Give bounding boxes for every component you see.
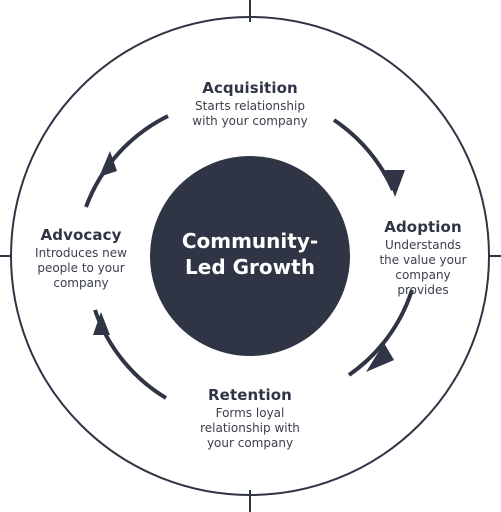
stage-adoption: Adoption Understands the value your comp… xyxy=(368,218,478,298)
arrowhead-to-advocacy xyxy=(93,312,110,335)
stage-retention: Retention Forms loyal relationship with … xyxy=(160,386,340,451)
stage-adoption-desc-line: Understands xyxy=(384,238,462,252)
stage-acquisition: Acquisition Starts relationship with you… xyxy=(150,79,350,129)
stage-advocacy-desc: Introduces new people to your company xyxy=(22,246,140,291)
stage-advocacy: Advocacy Introduces new people to your c… xyxy=(22,226,140,291)
arrowhead-to-acquisition xyxy=(99,151,117,177)
arc-adoption-to-retention xyxy=(347,289,414,377)
stage-acquisition-name: Acquisition xyxy=(202,79,298,97)
arrowhead-to-retention xyxy=(366,343,394,372)
stage-retention-name: Retention xyxy=(208,386,292,404)
stage-acquisition-desc-line: Starts relationship xyxy=(195,99,305,113)
arc-acquisition-to-adoption xyxy=(332,118,395,191)
stage-adoption-desc: Understands the value your company provi… xyxy=(368,238,478,298)
center-title: Community- Led Growth xyxy=(150,228,350,280)
stage-adoption-desc-line: company xyxy=(395,268,451,282)
stage-acquisition-desc: Starts relationship with your company xyxy=(150,99,350,129)
stage-advocacy-desc-line: company xyxy=(53,276,109,290)
center-title-line-1: Community- xyxy=(181,229,319,253)
stage-advocacy-desc-line: people to your xyxy=(37,261,125,275)
center-disc xyxy=(150,156,350,356)
stage-retention-desc-line: Forms loyal xyxy=(215,406,285,420)
stage-advocacy-desc-line: Introduces new xyxy=(35,246,127,260)
stage-retention-desc: Forms loyal relationship with your compa… xyxy=(160,406,340,451)
outer-ring xyxy=(10,16,490,496)
arrowheads xyxy=(93,151,405,372)
center-title-line-2: Led Growth xyxy=(185,255,315,279)
stage-retention-desc-line: relationship with xyxy=(200,421,300,435)
stage-adoption-name: Adoption xyxy=(384,218,462,236)
stage-acquisition-desc-line: with your company xyxy=(192,114,308,128)
stage-adoption-desc-line: provides xyxy=(397,283,449,297)
stage-adoption-desc-line: the value your xyxy=(379,253,467,267)
stage-retention-desc-line: your company xyxy=(206,436,294,450)
arc-advocacy-to-acquisition xyxy=(84,114,169,208)
arc-retention-to-advocacy xyxy=(93,309,168,400)
arrowhead-to-adoption xyxy=(385,170,405,197)
stage-advocacy-name: Advocacy xyxy=(40,226,122,244)
